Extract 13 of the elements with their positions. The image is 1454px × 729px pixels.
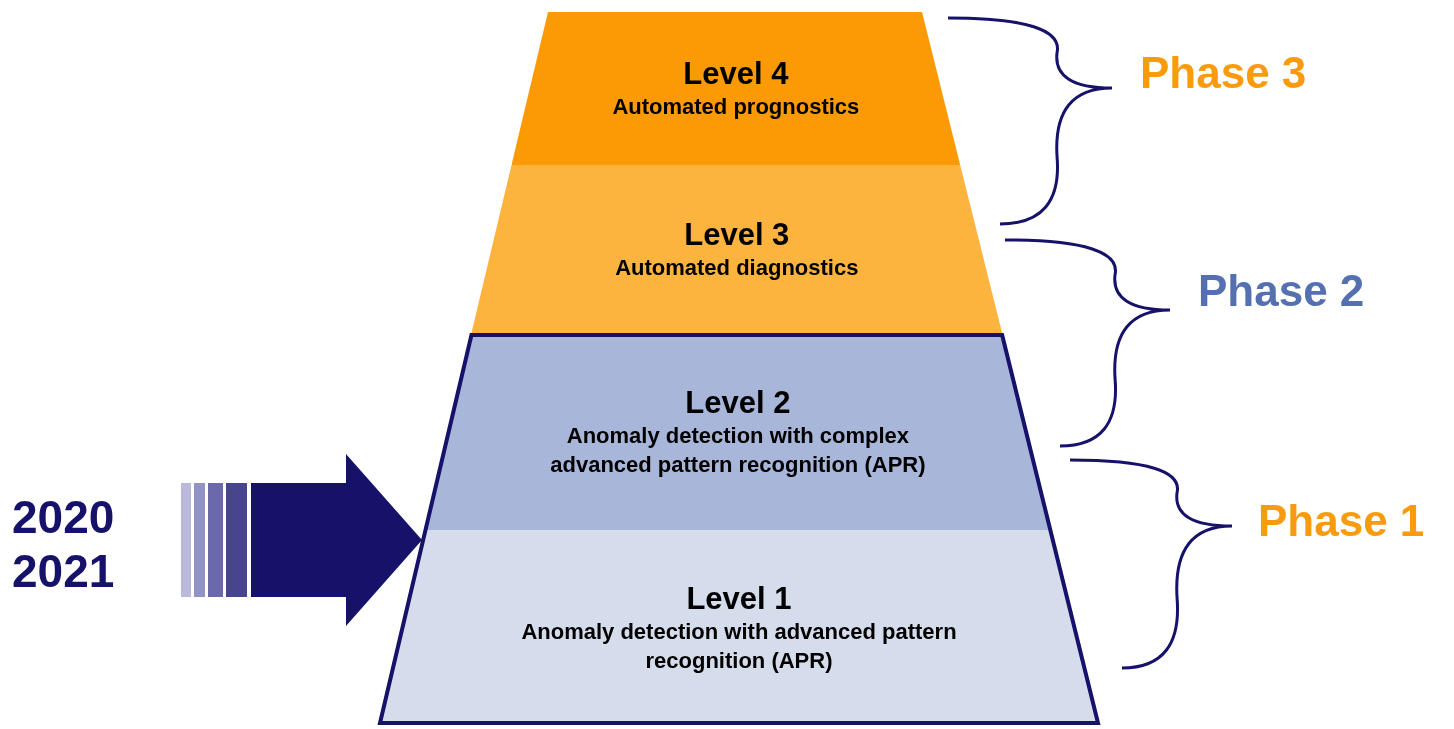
level-title: Level 2 — [685, 384, 791, 421]
level-title: Level 3 — [684, 216, 790, 253]
outlined-trapezoid — [378, 333, 1100, 725]
phase-label: Phase 1 — [1258, 496, 1425, 546]
level-description: Anomaly detection with advanced pattern recognition (APR) — [520, 617, 958, 675]
level-title: Level 4 — [683, 56, 789, 92]
level-description: Automated prognostics — [612, 93, 860, 121]
level-title: Level 1 — [686, 580, 792, 617]
phase-label: Phase 3 — [1140, 48, 1307, 98]
level-description: Automated diagnostics — [615, 253, 859, 282]
level-description: Anomaly detection with complex advanced pattern recognition (APR) — [549, 421, 927, 479]
phase-label: Phase 2 — [1198, 266, 1365, 316]
year-label: 2020 2021 — [12, 490, 116, 598]
